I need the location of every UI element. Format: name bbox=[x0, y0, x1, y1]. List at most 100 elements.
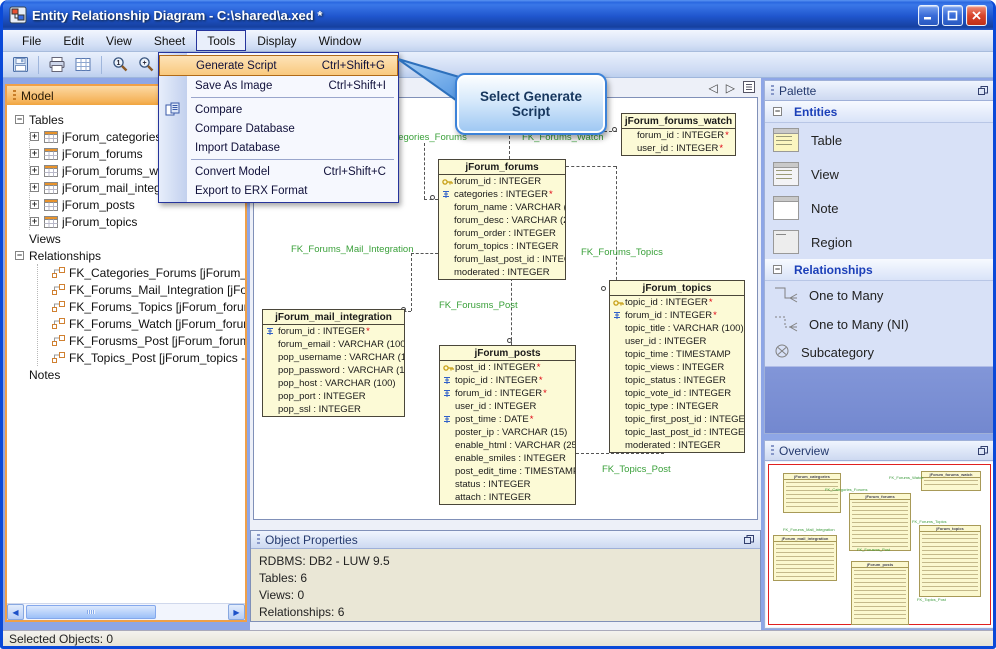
print-button[interactable] bbox=[46, 54, 68, 76]
palette-tool-region[interactable]: Region bbox=[765, 225, 993, 259]
relationship-icon bbox=[52, 318, 65, 329]
tree-item-fk-forusms-post-jforum-forums[interactable]: FK_Forusms_Post [jForum_forums bbox=[38, 332, 245, 349]
palette-header[interactable]: Palette bbox=[765, 81, 993, 101]
scroll-left-arrow[interactable]: ◀ bbox=[7, 604, 24, 620]
menu-edit[interactable]: Edit bbox=[63, 33, 85, 48]
scrollbar-thumb[interactable] bbox=[26, 605, 156, 619]
menu-file[interactable]: File bbox=[22, 33, 42, 48]
menu-item-compare-database[interactable]: Compare Database bbox=[159, 119, 398, 138]
float-panel-icon[interactable] bbox=[744, 533, 754, 547]
object-properties-header[interactable]: Object Properties bbox=[251, 531, 760, 549]
tree-item-fk-topics-post-jforum-topics-j[interactable]: FK_Topics_Post [jForum_topics - jF bbox=[38, 349, 245, 366]
tree-item-jforum-topics[interactable]: +jForum_topics bbox=[30, 213, 245, 230]
tree-item-tables[interactable]: −Tables bbox=[15, 111, 245, 128]
plus-expander[interactable]: + bbox=[30, 131, 39, 141]
minus-expander[interactable]: − bbox=[773, 264, 782, 274]
minus-expander[interactable]: − bbox=[15, 114, 24, 124]
plus-expander[interactable]: + bbox=[30, 182, 39, 192]
menu-display[interactable]: Display bbox=[257, 33, 297, 48]
tree-item-jforum-forums-watch[interactable]: +jForum_forums_watch bbox=[30, 162, 245, 179]
column-definition: topic_time : TIMESTAMP bbox=[625, 349, 731, 360]
menu-item-compare[interactable]: Compare bbox=[159, 100, 398, 119]
zoom-actual-button[interactable]: 1 bbox=[109, 54, 131, 76]
tree-item-views[interactable]: Views bbox=[15, 230, 245, 247]
relationship-connector bbox=[616, 166, 617, 290]
minus-expander[interactable]: − bbox=[15, 250, 24, 260]
cardinality-marker bbox=[612, 127, 617, 132]
overview-relationship-label: FK_Forums_Mail_Integration bbox=[783, 527, 835, 532]
relationship-label: FK_Forums_Topics bbox=[581, 247, 663, 258]
tree-item-jforum-posts[interactable]: +jForum_posts bbox=[30, 196, 245, 213]
tree-item-notes[interactable]: Notes bbox=[15, 366, 245, 383]
tree-item-jforum-forums[interactable]: +jForum_forums bbox=[30, 145, 245, 162]
overview-title: Overview bbox=[779, 443, 830, 458]
float-panel-icon[interactable] bbox=[978, 444, 988, 458]
column-definition: topic_id : INTEGER bbox=[625, 297, 708, 308]
column-definition: forum_id : INTEGER bbox=[454, 176, 542, 187]
plus-expander[interactable]: + bbox=[30, 148, 39, 158]
minimize-button[interactable] bbox=[918, 4, 939, 26]
menu-view[interactable]: View bbox=[106, 33, 132, 48]
palette-tool-subcategory[interactable]: Subcategory bbox=[765, 339, 993, 366]
zoom-in-button[interactable]: + bbox=[135, 54, 157, 76]
plus-expander[interactable]: + bbox=[30, 165, 39, 175]
overview-table-jForum_mail_integration: jForum_mail_integration bbox=[773, 535, 837, 581]
tree-item-label: FK_Topics_Post [jForum_topics - jF bbox=[69, 350, 245, 365]
float-panel-icon[interactable] bbox=[978, 84, 988, 98]
menu-tools[interactable]: Tools bbox=[196, 30, 247, 51]
plus-expander[interactable]: + bbox=[30, 216, 39, 226]
title-bar[interactable]: Entity Relationship Diagram - C:\shared\… bbox=[3, 0, 993, 30]
tree-item-jforum-categories[interactable]: + jForum_categories bbox=[30, 128, 245, 145]
tree-horizontal-scrollbar[interactable]: ◀ ▶ bbox=[7, 603, 245, 620]
palette-section-entities[interactable]: −Entities bbox=[765, 101, 993, 123]
overview-table-name: jForum_forums_watch bbox=[922, 472, 980, 478]
foreign-key-icon bbox=[613, 311, 625, 320]
palette-section-relationships[interactable]: −Relationships bbox=[765, 259, 993, 281]
menu-item-shortcut: Ctrl+Shift+I bbox=[328, 79, 386, 92]
minus-expander[interactable]: − bbox=[773, 106, 782, 116]
palette-tool-one-to-many-ni-[interactable]: One to Many (NI) bbox=[765, 310, 993, 339]
column-definition: pop_port : INTEGER bbox=[278, 391, 366, 402]
prev-sheet-button[interactable]: ◁ bbox=[708, 81, 718, 95]
grid-button[interactable] bbox=[72, 54, 94, 76]
overview-relationship-label: FK_Topics_Post bbox=[917, 597, 946, 602]
tree-item-fk-forums-topics-jforum-forums[interactable]: FK_Forums_Topics [jForum_forums bbox=[38, 298, 245, 315]
tree-item-fk-forums-watch-jforum-forums[interactable]: FK_Forums_Watch [jForum_forums bbox=[38, 315, 245, 332]
maximize-button[interactable] bbox=[942, 4, 963, 26]
next-sheet-button[interactable]: ▷ bbox=[725, 81, 735, 95]
sheet-list-button[interactable] bbox=[743, 80, 755, 96]
tree-item-fk-categories-forums-jforum-ca[interactable]: FK_Categories_Forums [jForum_ca bbox=[38, 264, 245, 281]
tree-item-relationships[interactable]: −Relationships bbox=[15, 247, 245, 264]
palette-tool-view[interactable]: View bbox=[765, 157, 993, 191]
palette-tool-table[interactable]: Table bbox=[765, 123, 993, 157]
menu-window[interactable]: Window bbox=[318, 33, 362, 48]
plus-expander[interactable]: + bbox=[30, 199, 39, 209]
overview-table-name: jForum_mail_integration bbox=[774, 536, 836, 542]
overview-header[interactable]: Overview bbox=[765, 441, 993, 461]
column-definition: topic_title : VARCHAR (100) bbox=[625, 323, 744, 334]
palette-tool-one-to-many[interactable]: One to Many bbox=[765, 281, 993, 310]
close-button[interactable] bbox=[966, 4, 987, 26]
relationship-label: FK_Forusms_Post bbox=[439, 300, 518, 311]
menu-item-import-database[interactable]: Import Database bbox=[159, 138, 398, 157]
menu-sheet[interactable]: Sheet bbox=[153, 33, 186, 48]
grip-dots bbox=[771, 444, 774, 457]
save-button[interactable] bbox=[9, 54, 31, 76]
menu-item-export-to-erx-format[interactable]: Export to ERX Format bbox=[159, 181, 398, 200]
relationship-label: FK_Categories_Forums bbox=[366, 132, 467, 143]
scroll-right-arrow[interactable]: ▶ bbox=[228, 604, 245, 620]
tree-item-label: jForum_categories bbox=[62, 129, 162, 144]
tree-item-fk-forums-mail-integration-jfo[interactable]: FK_Forums_Mail_Integration [jForu bbox=[38, 281, 245, 298]
palette-tool-note[interactable]: Note bbox=[765, 191, 993, 225]
